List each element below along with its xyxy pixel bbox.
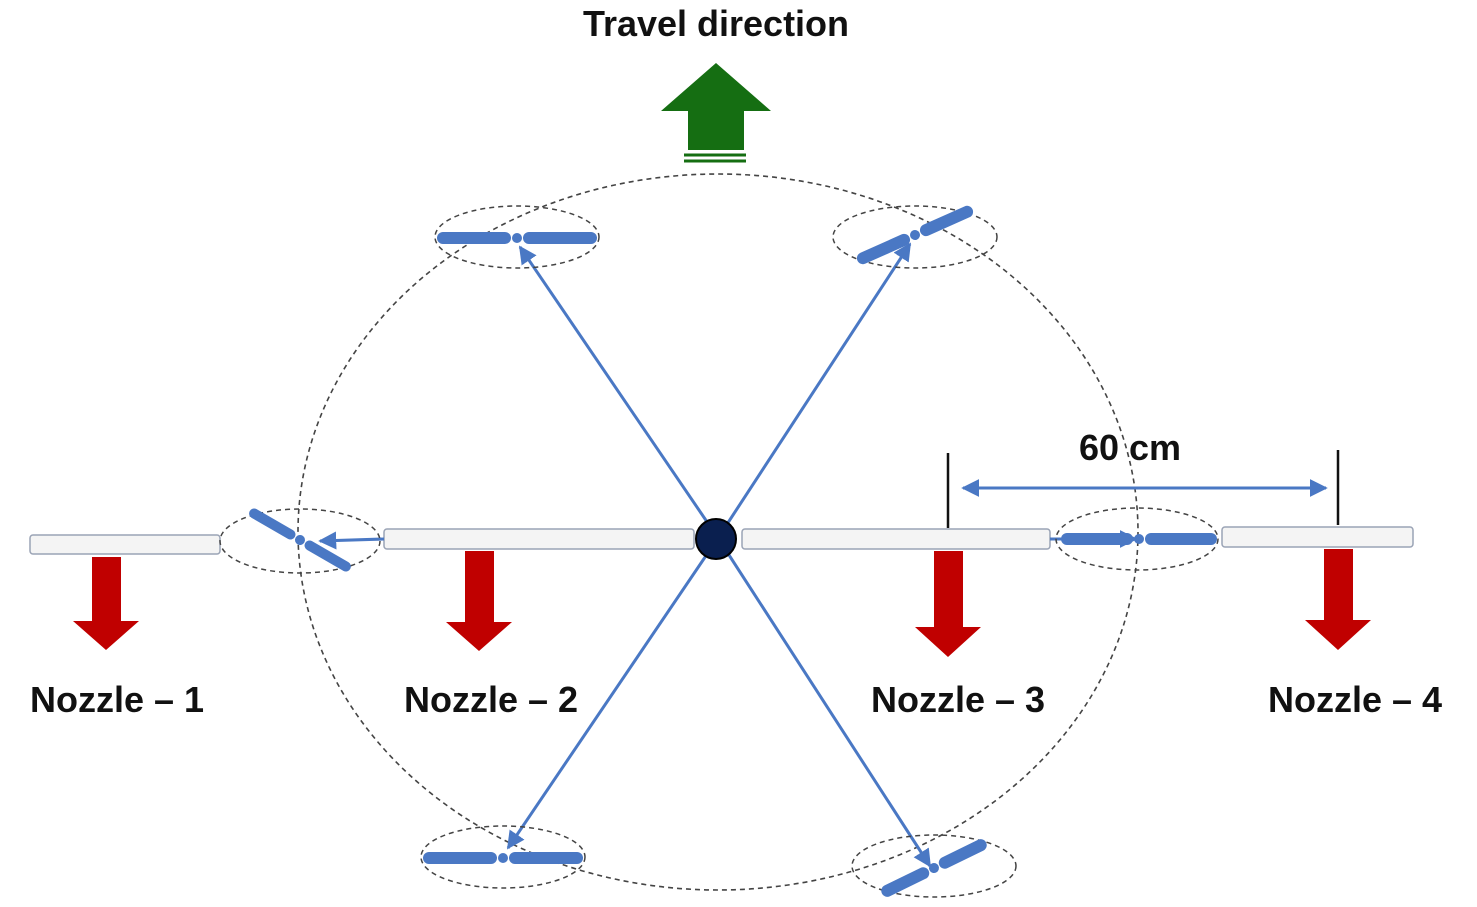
spacing-dimension <box>946 450 1340 528</box>
boom-segment-1 <box>29 534 221 555</box>
boom-segment-4 <box>1221 526 1414 548</box>
rotor-left <box>219 508 381 574</box>
spray-arrow-icon-2 <box>446 551 512 651</box>
arm-left <box>318 531 385 550</box>
rotor-path-circle <box>297 173 1139 891</box>
rotor-arms <box>318 242 1138 868</box>
arm-bottom-right <box>716 537 932 868</box>
boom-segment-3 <box>741 528 1051 550</box>
boom-segment-2 <box>383 528 695 550</box>
travel-direction-title: Travel direction <box>583 3 849 44</box>
nozzle-label-2: Nozzle – 2 <box>404 679 578 720</box>
nozzle-label-4: Nozzle – 4 <box>1268 679 1442 720</box>
travel-direction-arrow-icon <box>661 63 771 163</box>
central-hub <box>695 518 737 560</box>
spray-arrow-icon-4 <box>1305 549 1371 650</box>
rotor-bottom-left <box>420 825 586 889</box>
rotor-bottom-right <box>851 834 1017 898</box>
spray-arrow-icon-1 <box>73 557 139 650</box>
arm-top-left <box>518 245 720 539</box>
spray-arrow-icon-3 <box>915 551 981 657</box>
arm-top-right <box>716 242 912 539</box>
rotor-right <box>1055 507 1219 571</box>
nozzle-label-1: Nozzle – 1 <box>30 679 204 720</box>
rotor-top-left <box>434 205 600 269</box>
nozzle-label-3: Nozzle – 3 <box>871 679 1045 720</box>
rotor-top-right <box>832 205 998 269</box>
spacing-label: 60 cm <box>1079 427 1181 468</box>
arm-bottom-left <box>506 537 720 850</box>
